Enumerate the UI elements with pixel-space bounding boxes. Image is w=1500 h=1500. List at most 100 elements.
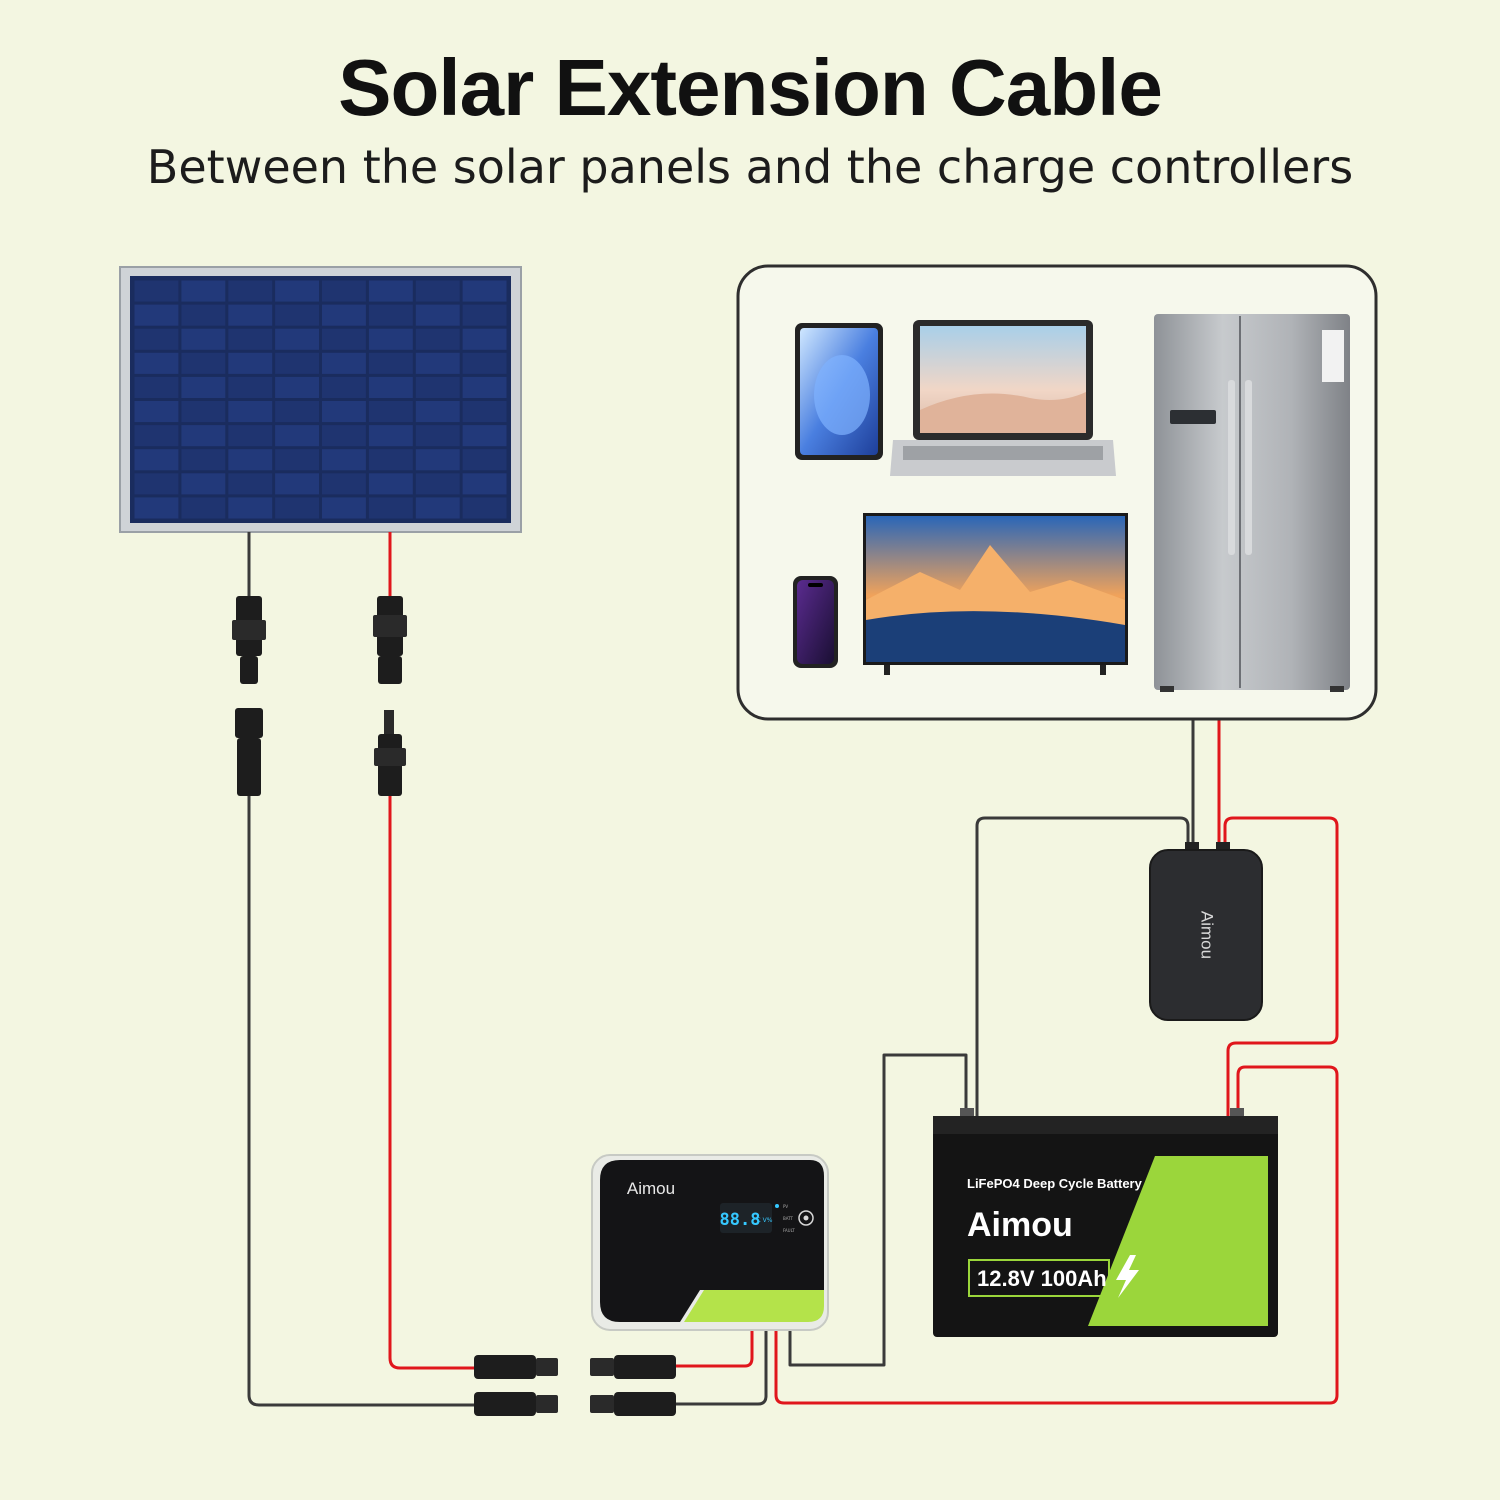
solar-cell <box>134 497 179 519</box>
laptop-image <box>890 320 1116 476</box>
solar-cell <box>462 425 507 447</box>
solar-cell <box>134 328 179 350</box>
solar-cell <box>368 304 413 326</box>
inverter: Aimou <box>1149 842 1263 1021</box>
solar-cell <box>134 473 179 495</box>
controller-display-reading: 88.8 <box>720 1210 761 1230</box>
solar-cell <box>275 304 319 326</box>
wiring <box>247 532 1339 1407</box>
solar-cell <box>322 280 366 302</box>
solar-cell <box>181 304 226 326</box>
solar-cell <box>322 401 366 423</box>
solar-cells <box>134 280 507 519</box>
solar-cell <box>228 473 273 495</box>
solar-cell <box>415 473 460 495</box>
solar-cell <box>228 497 273 519</box>
solar-cell <box>228 328 273 350</box>
solar-cell <box>322 473 366 495</box>
page-title: Solar Extension Cable <box>338 43 1163 132</box>
mc4-connector-pair-extension-end <box>474 1355 558 1416</box>
solar-cell <box>322 328 366 350</box>
solar-cell <box>415 425 460 447</box>
solar-cell <box>228 449 273 471</box>
solar-cell <box>181 352 226 374</box>
controller-display-units: °C V% <box>754 1217 773 1224</box>
solar-cell <box>275 376 319 398</box>
controller-brand: Aimou <box>627 1179 675 1198</box>
solar-cell <box>275 328 319 350</box>
solar-cell <box>275 280 319 302</box>
solar-cell <box>181 401 226 423</box>
controller-battery-positive <box>774 1065 1339 1405</box>
solar-cell <box>462 376 507 398</box>
solar-cell <box>275 449 319 471</box>
solar-cell <box>415 328 460 350</box>
solar-cell <box>415 280 460 302</box>
solar-cell <box>181 473 226 495</box>
controller-indicator-fault: FAULT <box>783 1228 795 1233</box>
solar-cell <box>368 280 413 302</box>
solar-cell <box>462 280 507 302</box>
solar-cell <box>181 328 226 350</box>
controller-battery-negative <box>788 1053 968 1367</box>
solar-cell <box>368 328 413 350</box>
solar-cell <box>462 473 507 495</box>
solar-cell <box>228 304 273 326</box>
solar-cell <box>275 473 319 495</box>
solar-cell <box>322 352 366 374</box>
tv-image <box>863 513 1128 675</box>
solar-cell <box>228 425 273 447</box>
controller-button[interactable] <box>798 1210 814 1226</box>
controller-display <box>720 1203 772 1233</box>
solar-cell <box>415 304 460 326</box>
inverter-brand: Aimou <box>1198 911 1217 959</box>
charge-controller: Aimou 88.8 °C V% PV BATT FAULT <box>591 1154 829 1331</box>
solar-cell <box>322 497 366 519</box>
solar-cell <box>134 280 179 302</box>
solar-cell <box>275 497 319 519</box>
solar-cell <box>134 352 179 374</box>
controller-button-dot <box>803 1215 809 1221</box>
controller-indicator-pv: PV <box>783 1204 788 1209</box>
extension-negative-wire <box>247 795 478 1407</box>
lightning-icon <box>1116 1255 1139 1298</box>
page-subtitle: Between the solar panels and the charge … <box>146 140 1354 194</box>
solar-cell <box>462 352 507 374</box>
solar-cell <box>181 280 226 302</box>
battery-spec: 12.8V 100Ah <box>977 1266 1107 1291</box>
extension-positive-wire <box>388 795 478 1370</box>
solar-cell <box>134 425 179 447</box>
solar-cell <box>275 401 319 423</box>
solar-cell <box>415 449 460 471</box>
mc4-connector-extension-negative-male <box>235 708 263 796</box>
controller-pv-positive <box>675 1330 754 1368</box>
solar-cell <box>368 449 413 471</box>
battery: LiFePO4 Deep Cycle Battery Aimou 12.8V 1… <box>933 1108 1278 1337</box>
solar-cell <box>181 497 226 519</box>
solar-cell <box>462 449 507 471</box>
battery-inverter-positive <box>1223 816 1339 1118</box>
solar-cell <box>462 497 507 519</box>
refrigerator-image <box>1154 314 1350 692</box>
solar-cell <box>134 401 179 423</box>
mc4-connector-panel-negative-female <box>232 596 266 684</box>
mc4-connector-extension-positive-female <box>374 710 406 796</box>
mc4-connector-pair-controller-end <box>590 1355 676 1416</box>
solar-cell <box>275 352 319 374</box>
solar-cell <box>322 304 366 326</box>
tablet-image <box>795 323 883 460</box>
solar-cell <box>134 304 179 326</box>
solar-cell <box>368 352 413 374</box>
solar-cell <box>368 497 413 519</box>
phone-image <box>793 576 838 668</box>
solar-cell <box>415 352 460 374</box>
solar-cell <box>415 376 460 398</box>
solar-cell <box>181 449 226 471</box>
solar-cell <box>228 401 273 423</box>
solar-cell <box>368 425 413 447</box>
solar-cell <box>181 425 226 447</box>
solar-cell <box>462 304 507 326</box>
solar-cell <box>368 401 413 423</box>
battery-inverter-negative <box>975 816 1190 1118</box>
